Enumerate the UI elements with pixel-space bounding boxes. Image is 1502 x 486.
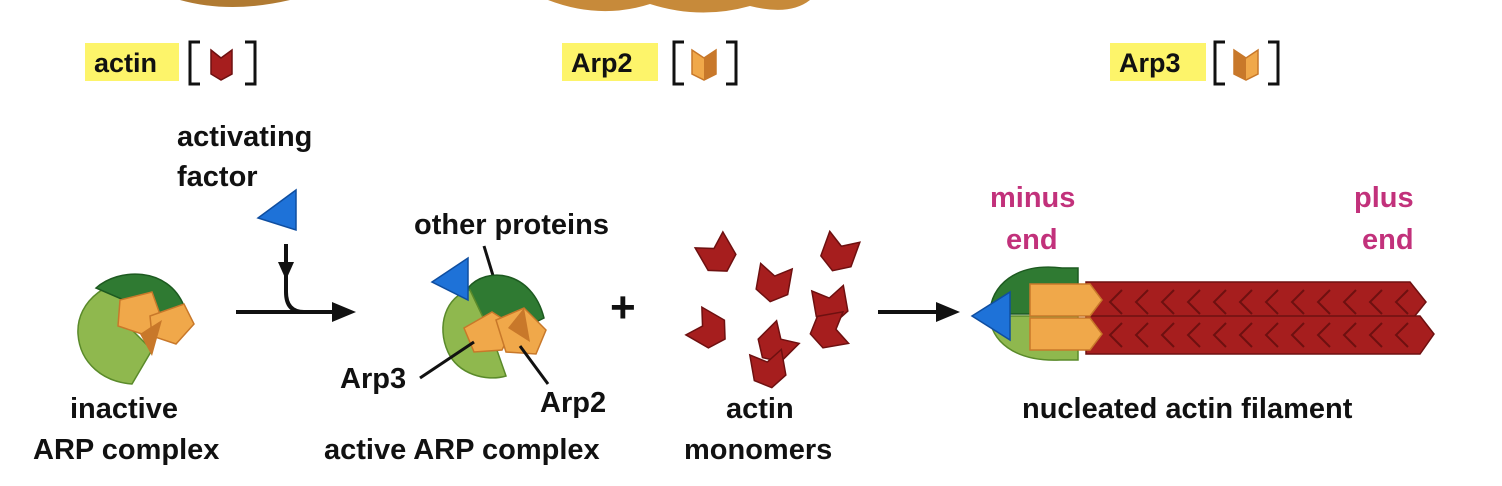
other-proteins-label: other proteins bbox=[414, 209, 609, 241]
monomers-label-2: monomers bbox=[684, 434, 832, 466]
active-complex-label: active ARP complex bbox=[324, 434, 600, 466]
filament-subunit-chevron bbox=[1368, 289, 1383, 315]
active-activating-factor-icon bbox=[430, 256, 469, 302]
active-arp-complex bbox=[430, 256, 547, 379]
activating-factor-label-1: activating bbox=[177, 121, 312, 153]
legend-actin-label: actin bbox=[94, 48, 157, 78]
arp3-subunit-shade bbox=[1234, 50, 1246, 80]
arp2-pointer bbox=[518, 345, 550, 385]
minus-end-label-2: end bbox=[1006, 224, 1058, 256]
activating-factor-label-2: factor bbox=[177, 161, 258, 193]
filament-subunit-chevron bbox=[1290, 289, 1305, 315]
filament-subunit-chevron bbox=[1108, 322, 1123, 348]
filament-subunit-chevron bbox=[1316, 322, 1331, 348]
filament-lower-strand bbox=[1085, 315, 1435, 355]
filament-subunit-chevron bbox=[1368, 322, 1383, 348]
filament-subunit-chevron bbox=[1238, 289, 1253, 315]
activation-arrow-head bbox=[332, 302, 356, 322]
active-arp-shade bbox=[508, 308, 530, 342]
legend-actin-bracket-left bbox=[188, 40, 200, 86]
actin-subunit-icon bbox=[210, 48, 233, 81]
actin-monomer-icon bbox=[693, 230, 737, 272]
inactive-complex-label-2: ARP complex bbox=[33, 434, 219, 466]
legend-arp3-bracket-left bbox=[1213, 40, 1225, 86]
legend-arp2-bracket-right bbox=[726, 40, 738, 86]
plus-end-label-1: plus bbox=[1354, 182, 1414, 214]
activation-arrow bbox=[236, 244, 356, 322]
actin-monomer-icon bbox=[820, 229, 861, 272]
actin-monomer-icon bbox=[684, 305, 726, 349]
actin-monomer-icon bbox=[755, 261, 794, 303]
nucleated-actin-filament bbox=[970, 266, 1435, 361]
filament-subunit-chevron bbox=[1394, 322, 1409, 348]
filament-subunit-chevron bbox=[1238, 322, 1253, 348]
actin-monomer-icon bbox=[809, 310, 851, 349]
filament-subunit-chevron bbox=[1186, 289, 1201, 315]
filament-subunit-chevron bbox=[1160, 289, 1175, 315]
inactive-arp-shade bbox=[140, 320, 162, 356]
inactive-complex-label-1: inactive bbox=[70, 393, 178, 425]
legend-arp2-label: Arp2 bbox=[571, 48, 633, 78]
arp3-pointer-label: Arp3 bbox=[340, 363, 406, 395]
legend-actin: actin bbox=[85, 40, 257, 86]
actin-monomer-icon bbox=[748, 347, 787, 389]
legend-arp2-highlight bbox=[562, 43, 658, 81]
plus-end-label-2: end bbox=[1362, 224, 1414, 256]
filament-subunit-chevron bbox=[1134, 322, 1149, 348]
arp2-subunit-shade bbox=[704, 50, 716, 80]
legend-arp3: Arp3 bbox=[1110, 40, 1280, 86]
filament-subunit-chevron bbox=[1108, 289, 1123, 315]
legend-arp3-highlight bbox=[1110, 43, 1206, 81]
filament-subunit-chevron bbox=[1264, 322, 1279, 348]
filament-arp2-subunit bbox=[1029, 317, 1103, 351]
filament-subunit-chevron bbox=[1264, 289, 1279, 315]
legend-actin-bracket-right bbox=[245, 40, 257, 86]
nucleation-arrow bbox=[878, 302, 960, 322]
filament-subunit-chevron bbox=[1342, 289, 1357, 315]
filament-subunit-chevron bbox=[1290, 322, 1305, 348]
filament-label: nucleated actin filament bbox=[1022, 393, 1353, 425]
filament-subunit-chevron bbox=[1212, 322, 1227, 348]
filament-subunit-chevron bbox=[1316, 289, 1331, 315]
arp3-pointer bbox=[419, 340, 475, 380]
filament-subunit-chevrons bbox=[1108, 289, 1409, 348]
filament-subunit-chevron bbox=[1212, 289, 1227, 315]
plus-sign: + bbox=[610, 283, 636, 332]
arp2-pointer-label: Arp2 bbox=[540, 387, 606, 419]
filament-activating-factor-icon bbox=[970, 290, 1011, 342]
legend-actin-highlight bbox=[85, 43, 179, 81]
monomers-label-1: actin bbox=[726, 393, 794, 425]
minus-end-label-1: minus bbox=[990, 182, 1075, 214]
legend-arp2: Arp2 bbox=[562, 40, 738, 86]
legend-arp3-label: Arp3 bbox=[1119, 48, 1181, 78]
filament-subunit-chevron bbox=[1134, 289, 1149, 315]
inactive-arp-complex bbox=[77, 273, 195, 385]
filament-subunit-chevron bbox=[1186, 322, 1201, 348]
filament-arp3-subunit bbox=[1029, 283, 1103, 317]
activating-factor-branch-head bbox=[278, 262, 294, 280]
legend-arp3-bracket-right bbox=[1268, 40, 1280, 86]
filament-subunit-chevron bbox=[1394, 289, 1409, 315]
activating-factor-icon bbox=[256, 188, 297, 232]
legend-arp2-bracket-left bbox=[672, 40, 684, 86]
filament-subunit-chevron bbox=[1160, 322, 1175, 348]
activating-factor-branch bbox=[284, 244, 305, 314]
nucleation-arrow-head bbox=[936, 302, 960, 322]
filament-subunit-chevron bbox=[1342, 322, 1357, 348]
cropped-top-shapes bbox=[180, 0, 810, 13]
actin-monomers bbox=[684, 229, 861, 389]
